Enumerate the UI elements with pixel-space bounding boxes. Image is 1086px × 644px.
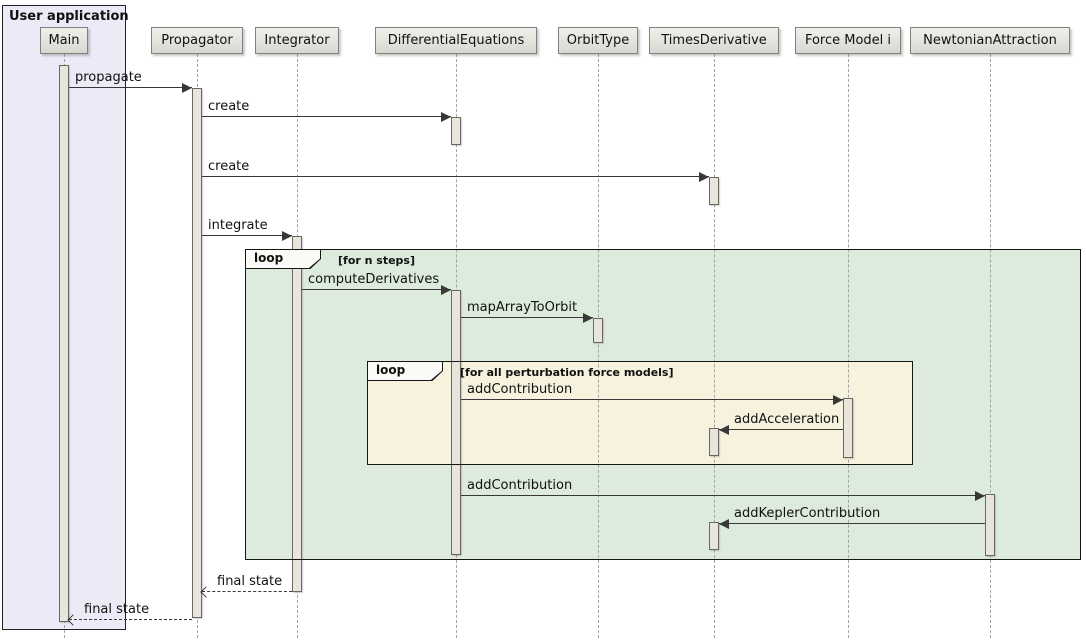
message-create-differentialequations: create: [202, 99, 451, 122]
message-addcontribution-newtonian: addContribution: [461, 478, 985, 501]
message-line: [69, 619, 192, 620]
participant-label: DifferentialEquations: [387, 33, 525, 48]
message-label: integrate: [208, 218, 268, 233]
participant-label: NewtonianAttraction: [923, 33, 1057, 48]
loop-inner-frame: loop [for all perturbation force models]: [367, 361, 913, 465]
message-line: [202, 235, 292, 236]
message-label: final state: [217, 574, 283, 589]
message-addacceleration: addAcceleration: [719, 412, 843, 435]
loop-guard-label: [for n steps]: [338, 254, 415, 267]
loop-operator-tab: loop: [245, 249, 321, 269]
arrowhead-right-icon: [182, 83, 192, 93]
message-label: addContribution: [467, 382, 573, 397]
activation-newtonianattraction: [985, 494, 995, 556]
message-label: final state: [84, 602, 150, 617]
message-final-state-main: final state: [67, 602, 192, 626]
loop-operator-label: loop: [376, 363, 406, 377]
message-label: create: [208, 159, 250, 174]
arrowhead-left-icon: [719, 519, 729, 529]
arrowhead-right-icon: [833, 395, 843, 405]
message-label: propagate: [75, 70, 142, 85]
arrowhead-left-icon: [719, 425, 729, 435]
activation-timesderivative-acceleration: [709, 428, 719, 456]
participant-box-newtonianattraction: NewtonianAttraction: [910, 27, 1070, 54]
participant-box-differentialequations: DifferentialEquations: [375, 27, 537, 54]
message-final-state-integrator: final state: [200, 574, 292, 598]
lifeline-newtonianattraction: [990, 54, 991, 638]
loop-guard-label: [for all perturbation force models]: [460, 366, 674, 379]
participant-box-integrator: Integrator: [255, 27, 339, 54]
lifeline-timesderivative: [714, 54, 715, 638]
activation-timesderivative-kepler: [709, 522, 719, 550]
message-label: addContribution: [467, 478, 573, 493]
activation-main: [59, 65, 69, 622]
participant-label: TimesDerivative: [661, 33, 767, 48]
message-addkeplercontribution: addKeplerContribution: [719, 506, 985, 529]
loop-outer-frame: loop [for n steps]: [245, 249, 1081, 560]
activation-integrator: [292, 236, 302, 592]
participant-label: Main: [48, 33, 80, 48]
message-line: [461, 399, 843, 400]
arrowhead-right-icon: [583, 313, 593, 323]
message-label: mapArrayToOrbit: [467, 300, 578, 315]
message-integrate: integrate: [202, 218, 292, 241]
activation-orbittype: [593, 318, 603, 343]
activation-timesderivative-create: [709, 177, 719, 205]
message-label: computeDerivatives: [308, 272, 440, 287]
participant-box-main: Main: [40, 27, 88, 54]
participant-label: Propagator: [161, 33, 233, 48]
message-computederivatives: computeDerivatives: [302, 272, 451, 295]
message-label: addAcceleration: [734, 412, 840, 427]
message-maparraytoorbit: mapArrayToOrbit: [461, 300, 593, 323]
message-line: [69, 87, 192, 88]
message-line: [202, 591, 292, 592]
message-create-timesderivative: create: [202, 159, 709, 182]
arrowhead-right-icon: [975, 491, 985, 501]
message-addcontribution-forcemodel: addContribution: [461, 382, 843, 405]
loop-operator-tab: loop: [367, 361, 443, 381]
frame-title: User application: [9, 9, 129, 24]
message-line: [202, 116, 451, 117]
message-line: [461, 317, 593, 318]
loop-operator-label: loop: [254, 251, 284, 265]
lifeline-forcemodel: [848, 54, 849, 638]
message-label: create: [208, 99, 250, 114]
arrowhead-right-icon: [282, 231, 292, 241]
message-line: [461, 495, 985, 496]
participant-box-forcemodel: Force Model i: [795, 27, 901, 54]
participant-box-propagator: Propagator: [151, 27, 243, 54]
participant-box-orbittype: OrbitType: [558, 27, 638, 54]
loop-operator-tab-fill: [368, 362, 442, 380]
message-line: [719, 429, 843, 430]
activation-forcemodel: [843, 398, 853, 458]
participant-label: OrbitType: [566, 33, 630, 48]
arrowhead-right-icon: [699, 172, 709, 182]
arrowhead-right-icon: [441, 112, 451, 122]
arrowhead-open-left-icon: [200, 586, 212, 598]
loop-operator-tab-fill: [246, 250, 320, 268]
participant-label: Force Model i: [804, 33, 892, 48]
message-line: [202, 176, 709, 177]
activation-differentialequations-compute: [451, 290, 461, 555]
participant-label: Integrator: [264, 33, 330, 48]
lifeline-orbittype: [598, 54, 599, 638]
message-line: [719, 523, 985, 524]
message-line: [302, 289, 451, 290]
activation-differentialequations-create: [451, 117, 461, 145]
arrowhead-right-icon: [441, 285, 451, 295]
message-propagate: propagate: [69, 70, 192, 93]
participant-box-timesderivative: TimesDerivative: [649, 27, 779, 54]
activation-propagator: [192, 88, 202, 618]
message-label: addKeplerContribution: [734, 506, 881, 521]
